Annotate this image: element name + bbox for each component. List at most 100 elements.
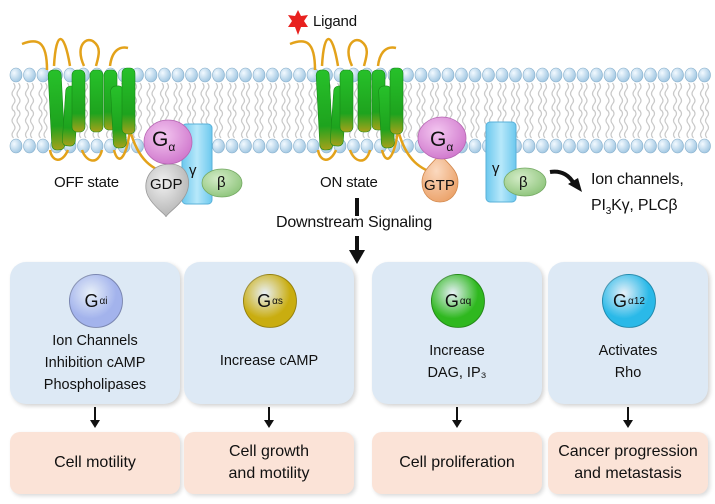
lipid-tail [299,82,305,112]
lipid-tail [529,109,534,139]
lipid-tail [637,82,642,112]
lipid-head [252,138,266,154]
lipid-tail [645,82,651,112]
outcome-line: and metastasis [574,465,682,482]
lipid-head [266,138,279,154]
lipid-tail [137,109,143,139]
ligand-star-icon [288,10,308,35]
lipid-tail [146,82,151,112]
lipid-tail [151,82,156,112]
lipid-tail [245,109,251,139]
lipid-tail [24,82,30,112]
transmembrane-helix [389,67,404,135]
lipid-tail [691,109,696,139]
lipid-tail [470,109,475,139]
lipid-head [536,67,549,83]
lipid-tail [537,109,543,139]
lipid-tail [556,109,561,139]
lipid-tail [515,109,521,139]
off-gdp-label: GDP [150,176,183,193]
lipid-tail [618,82,624,112]
transmembrane-helix [315,69,334,151]
lipid-tail [407,82,413,112]
off-g-protein-complex [143,119,243,218]
lipid-head [590,67,603,83]
lipid-tail [551,82,556,112]
lipid-tail [416,109,421,139]
lipid-head [36,138,50,154]
downstream-arrow-icon [349,236,365,264]
lipid-tail [259,82,264,112]
lipid-head [198,67,212,83]
lipid-tail [429,82,435,112]
lipid-head [684,138,698,154]
lipid-head [266,67,279,83]
lipid-tail [353,82,359,112]
lipid-tail [623,109,629,139]
lipid-head [279,67,293,83]
pathway-description: Increase cAMP [184,350,354,372]
lipid-tail [272,109,278,139]
lipid-head [563,138,576,154]
lipid-tail [470,82,475,112]
lipid-tail [556,82,561,112]
lipid-tail [583,109,588,139]
lipid-tail [164,82,170,112]
lipid-tail [16,82,21,112]
lipid-tail [313,109,318,139]
outcome-box: Cell proliferation [372,432,542,494]
lipid-tail [191,82,197,112]
lipid-tail [704,109,710,139]
lipid-tail [672,82,678,112]
lipid-head [23,138,36,154]
lipid-head [158,67,171,83]
lipid-tail [299,109,305,139]
lipid-tail [672,109,678,139]
lipid-tail [232,82,237,112]
lipid-tail [475,109,480,139]
lipid-tail [551,109,556,139]
lipid-tail [434,82,440,112]
downstream-connector-line [355,198,359,216]
lipid-tail [254,82,259,112]
lipid-tail [596,109,602,139]
down-arrow-icon [90,407,100,428]
lipid-tail [488,82,494,112]
lipid-tail [524,82,529,112]
lipid-tail [227,82,232,112]
outcome-box: Cell motility [10,432,180,494]
lipid-tail [11,109,16,139]
lipid-head [684,67,698,83]
on-state-receptor [289,38,441,177]
lipid-tail [29,109,35,139]
lipid-head [9,138,23,154]
lipid-head [171,67,185,83]
lipid-tail [529,82,534,112]
lipid-tail [294,109,300,139]
lipid-head [549,67,563,83]
lipid-head [603,67,617,83]
outcome-line: Cell motility [54,454,136,471]
lipid-head [617,138,630,154]
description-line: Rho [614,365,642,381]
lipid-tail [254,109,259,139]
lipid-tail [218,82,224,112]
lipid-tail [286,82,291,112]
lipid-tail [542,109,548,139]
lipid-head [239,67,252,83]
lipid-head [441,67,455,83]
lipid-tail [510,82,516,112]
lipid-tail [213,109,219,139]
lipid-tail [632,109,637,139]
on-g-alpha-label: Gα [430,128,454,155]
on-state-label: ON state [320,174,378,191]
down-arrow-icon [452,407,462,428]
lipid-head [9,67,23,83]
lipid-tail [456,82,462,112]
lipid-tail [569,82,575,112]
